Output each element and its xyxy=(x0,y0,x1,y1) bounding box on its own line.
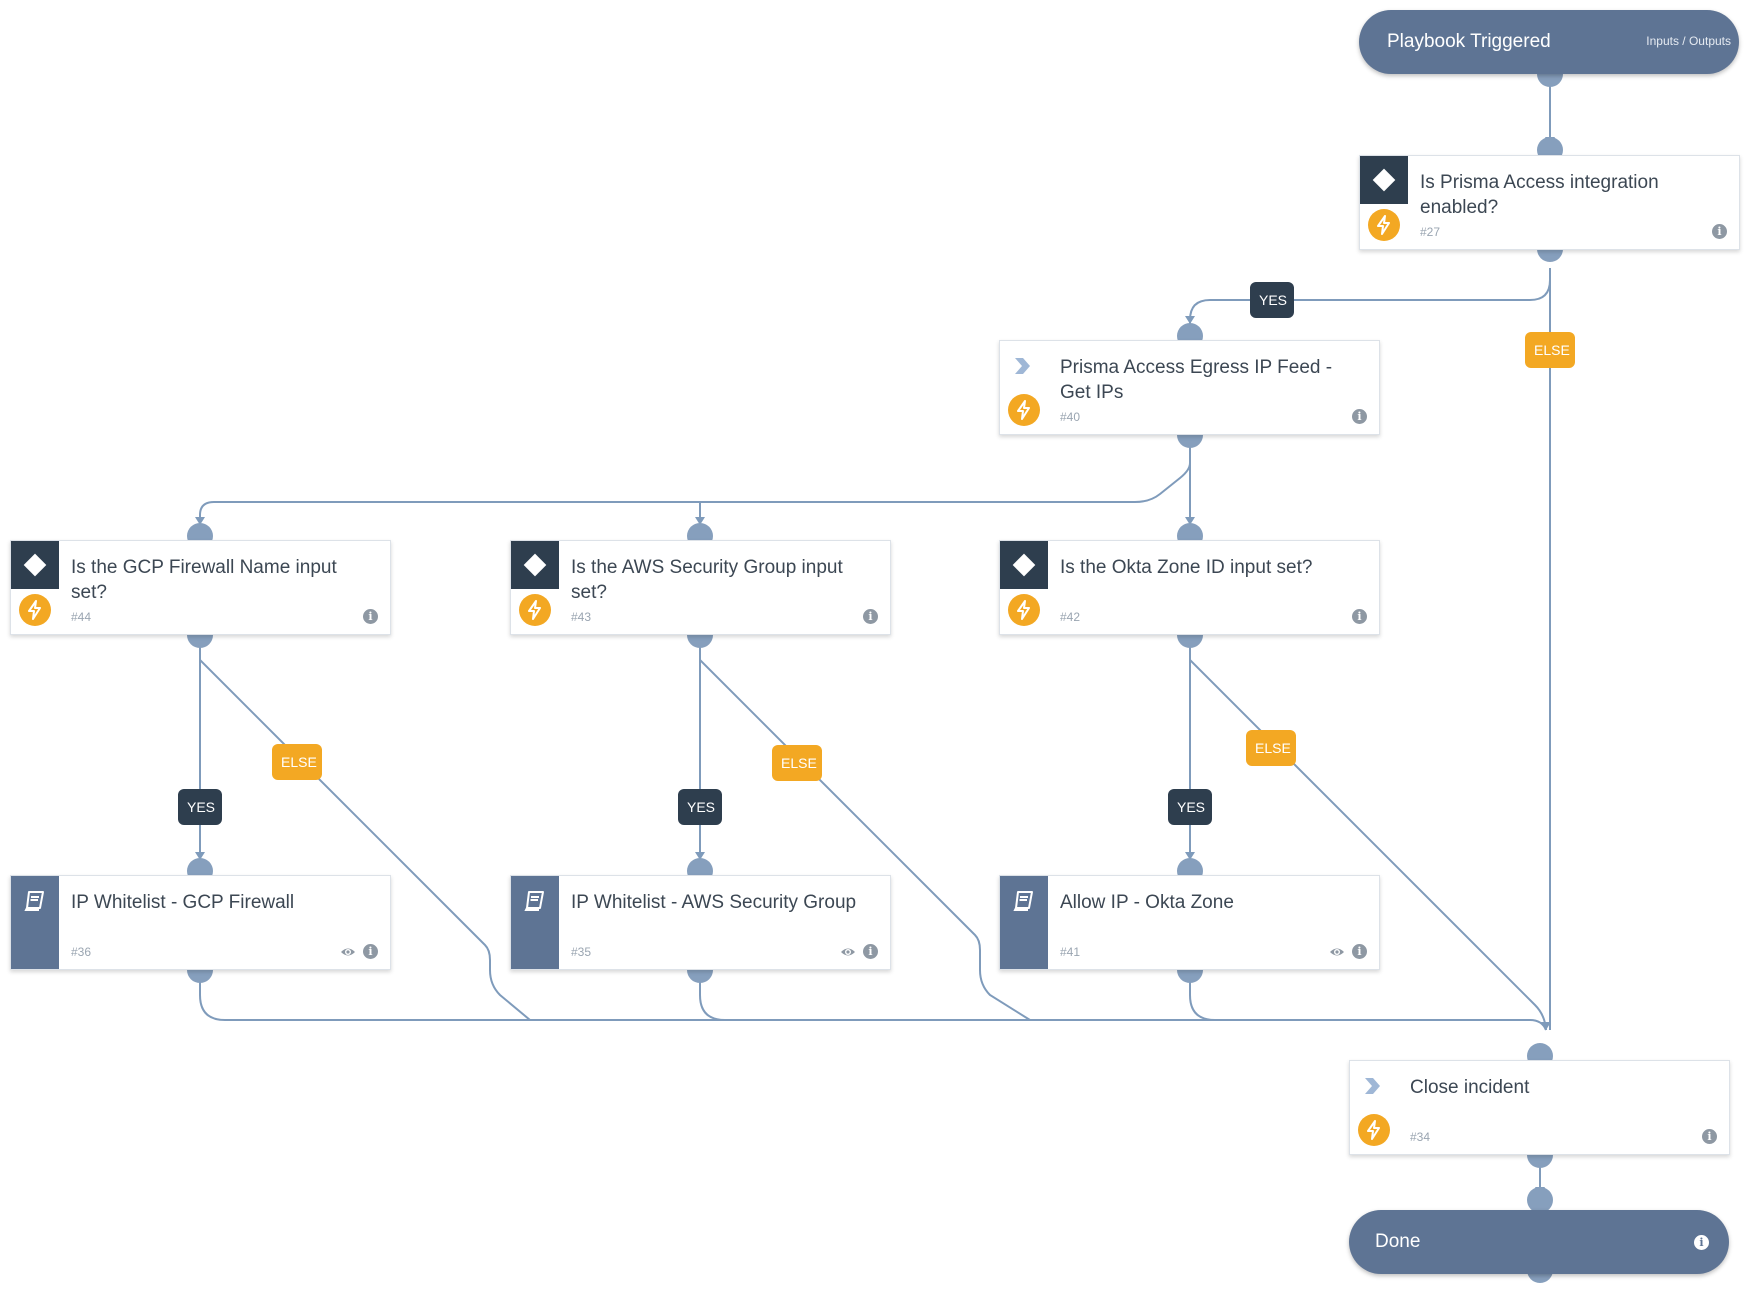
info-icon[interactable]: i xyxy=(1352,944,1367,959)
end-title: Done xyxy=(1375,1231,1421,1252)
chevron-icon xyxy=(1365,1078,1380,1094)
diamond-icon xyxy=(11,541,59,589)
arrow-to-42 xyxy=(1185,517,1195,525)
task-34[interactable]: Close incident #34 i xyxy=(1349,1060,1730,1155)
port-done-in xyxy=(1527,1187,1553,1213)
task-43-sidebar xyxy=(511,541,559,634)
edge-44-else-34 xyxy=(199,643,1547,1031)
arrow-to-43 xyxy=(695,517,705,525)
task-36-sidebar xyxy=(11,876,59,969)
task-35[interactable]: IP Whitelist - AWS Security Group #35 i xyxy=(510,875,891,970)
diamond-icon xyxy=(511,541,559,589)
task-43-title: Is the AWS Security Group input set? xyxy=(571,557,843,603)
task-40-sidebar xyxy=(1000,341,1048,434)
else-label-44: ELSE xyxy=(272,744,322,780)
arrow-to-44 xyxy=(195,517,205,525)
task-35-number: #35 xyxy=(571,945,592,959)
book-icon xyxy=(24,891,44,911)
task-27-number: #27 xyxy=(1420,225,1441,239)
task-42-title: Is the Okta Zone ID input set? xyxy=(1060,557,1313,578)
task-35-title: IP Whitelist - AWS Security Group xyxy=(571,892,857,913)
info-icon[interactable]: i xyxy=(363,609,378,624)
else-label-27: ELSE xyxy=(1525,332,1575,368)
diamond-icon xyxy=(1360,156,1408,204)
edge-27-yes-40 xyxy=(1189,268,1551,332)
task-34-number: #34 xyxy=(1410,1130,1431,1144)
task-35-sidebar xyxy=(511,876,559,969)
info-icon[interactable]: i xyxy=(1712,224,1727,239)
info-icon[interactable]: i xyxy=(363,944,378,959)
edge-40-to-44 xyxy=(199,443,1191,530)
eye-icon[interactable] xyxy=(340,945,356,959)
inputs-outputs-link[interactable]: Inputs / Outputs xyxy=(1646,34,1731,48)
task-43-number: #43 xyxy=(571,610,592,624)
yes-label-43: YES xyxy=(678,789,722,825)
info-icon[interactable]: i xyxy=(863,609,878,624)
edge-41-to-34 xyxy=(1189,978,1216,1021)
task-40-title: Prisma Access Egress IP Feed - Get IPs xyxy=(1060,357,1333,403)
info-icon[interactable]: i xyxy=(1694,1235,1709,1250)
else-label-42: ELSE xyxy=(1246,730,1296,766)
task-42[interactable]: Is the Okta Zone ID input set? #42 i xyxy=(999,540,1380,635)
task-44[interactable]: Is the GCP Firewall Name input set? #44 … xyxy=(10,540,391,635)
task-44-sidebar xyxy=(11,541,59,634)
task-40-number: #40 xyxy=(1060,410,1081,424)
task-36[interactable]: IP Whitelist - GCP Firewall #36 i xyxy=(10,875,391,970)
task-34-title: Close incident xyxy=(1410,1077,1530,1098)
task-44-number: #44 xyxy=(71,610,92,624)
task-42-number: #42 xyxy=(1060,610,1081,624)
task-41-sidebar xyxy=(1000,876,1048,969)
task-41-number: #41 xyxy=(1060,945,1081,959)
else-label-43: ELSE xyxy=(772,745,822,781)
task-36-title: IP Whitelist - GCP Firewall xyxy=(71,892,295,913)
arrow-to-36 xyxy=(195,852,205,860)
start-title: Playbook Triggered xyxy=(1387,31,1551,52)
arrow-to-40 xyxy=(1185,316,1195,324)
lightning-icon xyxy=(1358,1114,1390,1146)
yes-label-44: YES xyxy=(178,789,222,825)
task-41[interactable]: Allow IP - Okta Zone #41 i xyxy=(999,875,1380,970)
arrow-to-35 xyxy=(695,852,705,860)
edge-42-else-34 xyxy=(1189,643,1547,1031)
task-42-sidebar xyxy=(1000,541,1048,634)
info-icon[interactable]: i xyxy=(863,944,878,959)
arrow-to-41 xyxy=(1185,852,1195,860)
task-34-sidebar xyxy=(1350,1061,1398,1154)
task-40[interactable]: Prisma Access Egress IP Feed - Get IPs #… xyxy=(999,340,1380,435)
yes-label-42: YES xyxy=(1168,789,1212,825)
book-icon xyxy=(1013,891,1033,911)
edge-35-to-34 xyxy=(699,978,726,1021)
info-icon[interactable]: i xyxy=(1352,409,1367,424)
yes-label-27: YES xyxy=(1250,282,1294,318)
task-41-title: Allow IP - Okta Zone xyxy=(1060,892,1234,913)
info-icon[interactable]: i xyxy=(1702,1129,1717,1144)
task-36-number: #36 xyxy=(71,945,92,959)
lightning-icon xyxy=(1008,594,1040,626)
lightning-icon xyxy=(1368,209,1400,241)
task-43[interactable]: Is the AWS Security Group input set? #43… xyxy=(510,540,891,635)
edge-43-else-34 xyxy=(699,643,1031,1021)
done-node[interactable]: Done i xyxy=(1349,1210,1729,1274)
task-27-title: Is Prisma Access integration enabled? xyxy=(1420,172,1659,218)
edge-36-to-34 xyxy=(199,978,1530,1021)
diamond-icon xyxy=(1000,541,1048,589)
lightning-icon xyxy=(519,594,551,626)
eye-icon[interactable] xyxy=(840,945,856,959)
playbook-triggered-node[interactable]: Playbook Triggered Inputs / Outputs xyxy=(1359,10,1739,74)
lightning-icon xyxy=(19,594,51,626)
arrow-to-34 xyxy=(1541,1022,1551,1030)
lightning-icon xyxy=(1008,394,1040,426)
info-icon[interactable]: i xyxy=(1352,609,1367,624)
chevron-icon xyxy=(1015,358,1030,374)
task-27[interactable]: Is Prisma Access integration enabled? #2… xyxy=(1359,155,1740,250)
task-44-title: Is the GCP Firewall Name input set? xyxy=(71,557,337,603)
task-27-sidebar xyxy=(1360,156,1408,249)
book-icon xyxy=(524,891,544,911)
eye-icon[interactable] xyxy=(1329,945,1345,959)
